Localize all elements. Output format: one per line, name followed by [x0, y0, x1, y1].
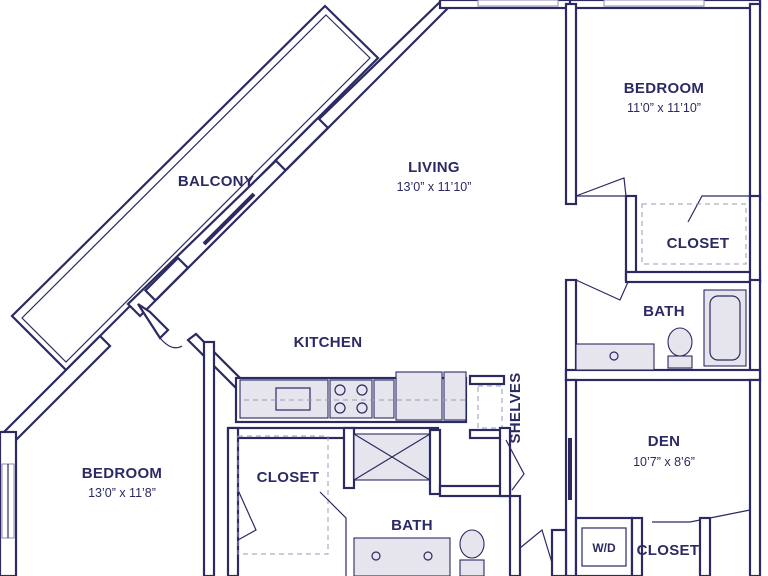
shelves-walls: [468, 374, 506, 440]
double-vanity: [353, 537, 451, 576]
bath-right-label: BATH: [643, 303, 685, 320]
toilet-tank: [667, 355, 693, 369]
wd-label: W/D: [592, 541, 616, 555]
bedroom-left-dims: 13’0” x 11’8”: [88, 486, 156, 500]
bedroom-left-label: BEDROOM: [82, 465, 162, 482]
closet-mid-label: CLOSET: [257, 469, 320, 486]
diagonal-exterior-wall: [126, 0, 458, 318]
bath-bottom-label: BATH: [391, 517, 433, 534]
balcony-label: BALCONY: [178, 173, 254, 190]
lower-interior-walls: [137, 303, 568, 576]
bedroom-top-dims: 11’0” x 11’10”: [627, 101, 701, 115]
living-dims: 13’0” x 11’10”: [397, 180, 472, 194]
top-wall: [438, 0, 762, 10]
bedroom-top-label: BEDROOM: [624, 80, 704, 97]
refrigerator: [395, 371, 443, 421]
stove: [329, 379, 373, 419]
den-dims: 10’7” x 8’6”: [633, 455, 695, 469]
toilet-lower: [459, 529, 485, 559]
sliding-door: [202, 192, 256, 246]
closet-top-label: CLOSET: [667, 235, 730, 252]
kitchen-walls: [186, 332, 468, 424]
living-label: LIVING: [408, 159, 460, 176]
kitchen-label: KITCHEN: [294, 334, 363, 351]
bath-right-walls: [564, 278, 762, 382]
bedroom-left-walls: [0, 334, 112, 576]
washer-dryer: [581, 527, 627, 567]
shelves-label: SHELVES: [507, 372, 524, 443]
den-label: DEN: [648, 433, 681, 450]
closet-bottom-label: CLOSET: [637, 542, 700, 559]
kitchen-sink: [275, 387, 311, 411]
bedroom-top-walls: [564, 2, 762, 223]
kitchen-counter: [239, 379, 329, 419]
bathtub: [703, 289, 747, 367]
toilet: [667, 327, 693, 357]
vanity: [575, 343, 655, 371]
